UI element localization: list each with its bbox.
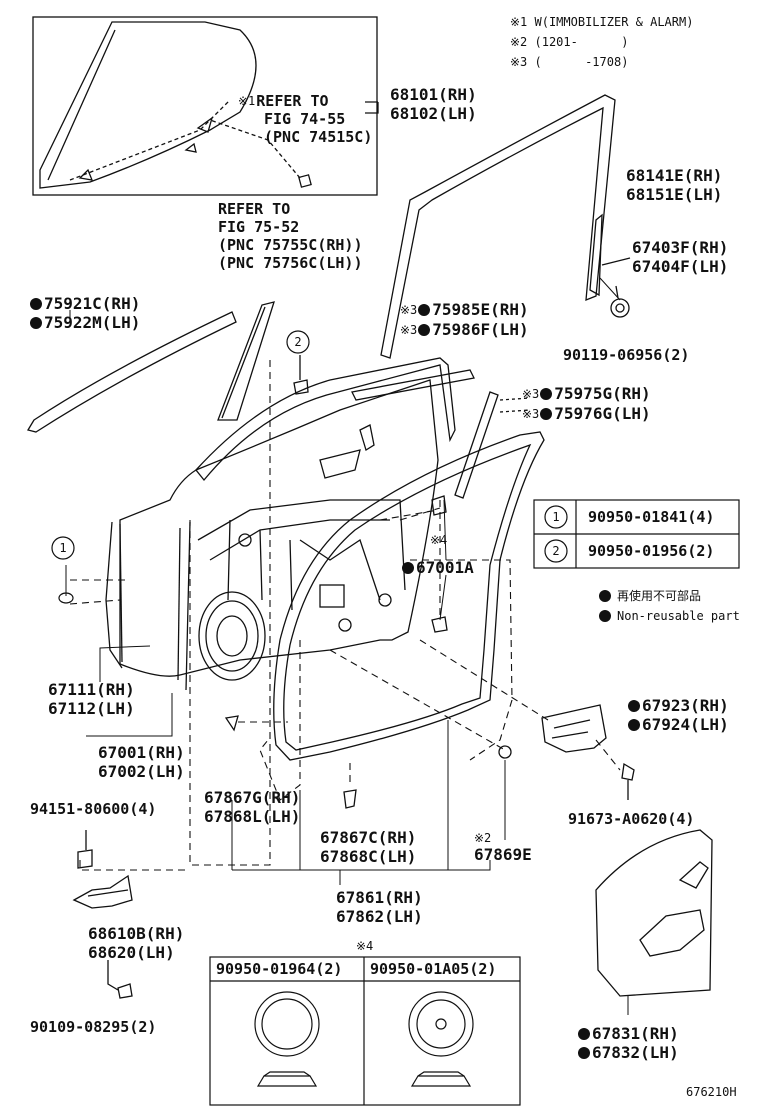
part-67001: 67001(RH) xyxy=(98,743,185,762)
ref75-line-2: FIG 75-52 xyxy=(218,218,300,236)
part-94151: 94151-80600(4) xyxy=(30,800,157,818)
part-68620: 68620(LH) xyxy=(88,943,175,962)
run-channel xyxy=(380,94,616,359)
service-cover xyxy=(595,829,713,997)
legend-jp: 再使用不可部品 xyxy=(617,589,702,603)
door-check xyxy=(72,874,133,909)
part-67403F: 67403F(RH) xyxy=(632,238,729,257)
table-part-2: 90950-01956(2) xyxy=(588,542,715,560)
table-part-1: 90950-01841(4) xyxy=(588,508,715,526)
note-3: ※3 ( -1708) xyxy=(510,55,629,69)
part-68102: 68102(LH) xyxy=(390,104,477,123)
part-67923: 67923(RH) xyxy=(628,696,729,715)
part-90119: 90119-06956(2) xyxy=(563,346,690,364)
callout-circle-2 xyxy=(286,330,310,354)
part-67831: 67831(RH) xyxy=(578,1024,679,1043)
ref2-mark: ※2 xyxy=(474,831,492,845)
part-67868C: 67868C(LH) xyxy=(320,847,417,866)
part-67862: 67862(LH) xyxy=(336,907,423,926)
inset-ref-line-1: ※1REFER TO xyxy=(238,92,329,110)
part-67868L: 67868L(LH) xyxy=(204,807,301,826)
part-68610B: 68610B(RH) xyxy=(88,924,185,943)
plug-col-1: 90950-01964(2) xyxy=(216,960,343,978)
part-67869E: 67869E xyxy=(474,845,532,864)
part-90109: 90109-08295(2) xyxy=(30,1018,157,1036)
part-75921C: 75921C(RH) xyxy=(30,294,140,313)
inset-ref-line-3: (PNC 74515C) xyxy=(264,128,373,146)
callout-1-label: 1 xyxy=(59,541,67,555)
table-key-2: 2 xyxy=(552,544,560,558)
speaker-hole xyxy=(198,591,266,681)
inset-box xyxy=(32,16,378,196)
belt-moulding xyxy=(26,311,237,433)
plug-table xyxy=(209,956,521,1106)
legend-en: Non-reusable part xyxy=(617,609,740,623)
door-panel xyxy=(119,379,439,677)
part-67867G: 67867G(RH) xyxy=(204,788,301,807)
ref4-mark: ※4 xyxy=(430,533,448,547)
ref75-line-3: (PNC 75755C(RH)) xyxy=(218,236,363,254)
part-67832: 67832(LH) xyxy=(578,1043,679,1062)
part-68101: 68101(RH) xyxy=(390,85,477,104)
part-67404F: 67404F(LH) xyxy=(632,257,729,276)
ref75-line-4: (PNC 75756C(LH)) xyxy=(218,254,363,272)
part-68141E: 68141E(RH) xyxy=(626,166,723,185)
part-68151E: 68151E(LH) xyxy=(626,185,723,204)
ref75-line-1: REFER TO xyxy=(218,200,291,218)
figure-id: 676210H xyxy=(686,1085,737,1099)
garnish xyxy=(217,301,275,421)
part-67001A: 67001A xyxy=(402,558,474,577)
part-75922M: 75922M(LH) xyxy=(30,313,140,332)
inset-ref-line-2: FIG 74-55 xyxy=(264,110,346,128)
part-67924: 67924(LH) xyxy=(628,715,729,734)
hinge-piece xyxy=(541,704,607,753)
callout-circle-1 xyxy=(51,536,75,560)
frame-moulding xyxy=(195,357,456,482)
plug-table-mark: ※4 xyxy=(356,939,374,953)
part-67002: 67002(LH) xyxy=(98,762,185,781)
callout-2-label: 2 xyxy=(294,335,302,349)
table-key-1: 1 xyxy=(552,510,560,524)
part-67111: 67111(RH) xyxy=(48,680,135,699)
weatherstrip xyxy=(273,431,545,761)
note-1: ※1 W(IMMOBILIZER & ALARM) xyxy=(510,15,694,29)
part-67861: 67861(RH) xyxy=(336,888,423,907)
part-67867C: 67867C(RH) xyxy=(320,828,417,847)
part-67112: 67112(LH) xyxy=(48,699,135,718)
note-2: ※2 (1201- ) xyxy=(510,35,629,49)
part-91673: 91673-A0620(4) xyxy=(568,810,695,828)
plug-col-2: 90950-01A05(2) xyxy=(370,960,497,978)
inset-glass xyxy=(39,21,257,189)
